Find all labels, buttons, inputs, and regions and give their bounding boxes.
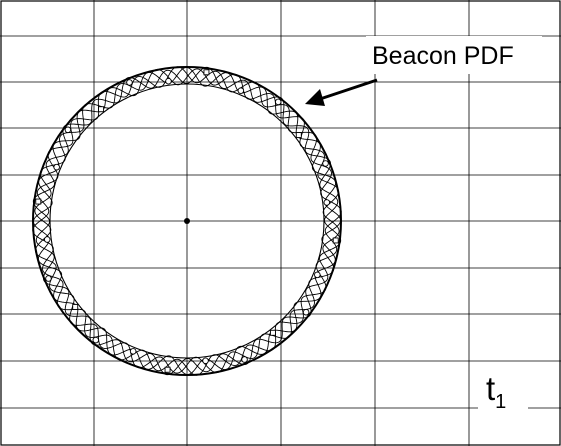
time-label: t1 [486, 370, 506, 413]
ring-sample-marker [314, 271, 321, 279]
annotation-label-background [366, 36, 542, 74]
ring-inner-boundary [49, 83, 325, 359]
ring-sample-marker [241, 356, 248, 363]
ring-sample-marker [274, 98, 282, 106]
ring-sample-markers [35, 69, 339, 373]
ring-sample-marker [45, 275, 52, 282]
ring-sample-marker [323, 199, 331, 206]
ring-sample-marker [129, 348, 137, 355]
ring-sample-marker [302, 308, 310, 316]
ring-sample-marker [203, 69, 210, 76]
ring-sample-marker [237, 87, 245, 94]
beacon-pdf-label: Beacon PDF [372, 42, 514, 70]
ring-sample-marker [43, 236, 51, 243]
ring-outer-boundary [32, 66, 342, 376]
time-label-base: t [486, 370, 495, 407]
ring-sample-marker [295, 132, 302, 139]
ring-sample-marker [202, 357, 209, 365]
beacon-pdf-ring [32, 66, 342, 376]
ring-sample-marker [98, 106, 105, 113]
ring-trace [33, 67, 341, 375]
ring-sample-marker [332, 237, 339, 244]
ring-sample-marker [72, 303, 79, 310]
ring-trace [32, 66, 342, 376]
ring-trace [34, 68, 340, 374]
ring-sample-marker [322, 160, 329, 167]
ring-sample-marker [164, 366, 171, 373]
ring-sample-marker [92, 336, 100, 344]
ring-sample-marker [126, 79, 133, 86]
ring-sample-marker [165, 77, 172, 85]
ring-sample-marker [64, 126, 72, 134]
beacon-center-point [184, 218, 190, 224]
annotation-arrow [305, 78, 378, 106]
ring-sample-marker [269, 329, 276, 336]
time-label-subscript: 1 [495, 391, 506, 413]
ring-sample-traces [32, 66, 342, 376]
ring-sample-marker [53, 163, 60, 171]
ring-sample-marker [35, 198, 42, 205]
ring-trace [32, 66, 342, 376]
time-label-background [478, 364, 528, 410]
